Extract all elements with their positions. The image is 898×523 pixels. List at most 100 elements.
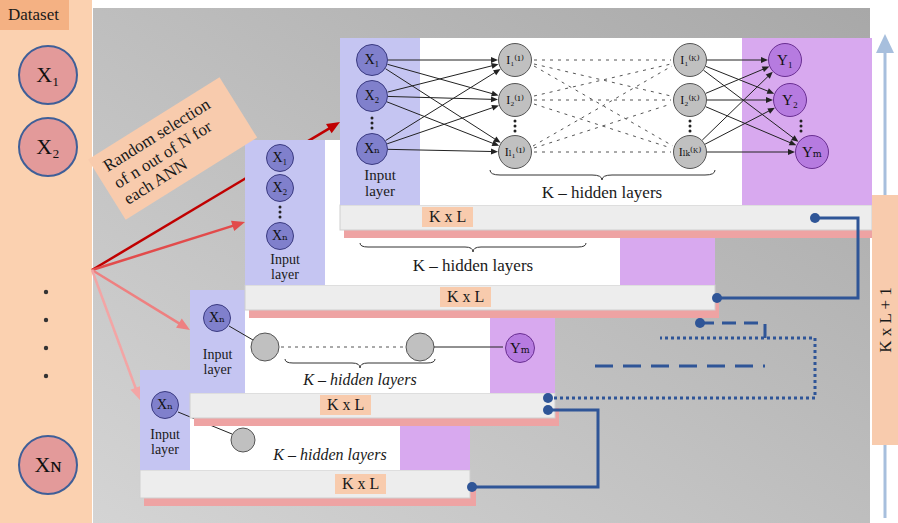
input-layer-band: Input layerXₙ xyxy=(140,370,190,470)
layer-caption: K – hidden layers xyxy=(542,183,662,203)
output-neuron: Y₂ xyxy=(773,83,807,117)
dashed-link xyxy=(534,152,671,153)
connector-arrow xyxy=(388,96,498,102)
wire xyxy=(472,410,598,487)
wire-dot xyxy=(543,405,553,415)
weight-line xyxy=(434,347,503,348)
stack-arrow-head xyxy=(876,34,894,53)
arrow-head xyxy=(491,149,498,155)
hidden-neuron: Iₗ₁⁽¹⁾ xyxy=(498,135,532,169)
wire-dot xyxy=(543,393,553,403)
neuron-label: Xₙ xyxy=(364,142,380,156)
arrow-head xyxy=(788,149,795,155)
dot xyxy=(44,290,48,294)
dashed-link xyxy=(534,104,671,148)
data-circle: X₁ xyxy=(18,45,78,105)
slab-edge xyxy=(245,285,715,310)
layer-caption: K – hidden layers xyxy=(273,446,386,464)
connector-line xyxy=(388,66,494,93)
dot xyxy=(371,122,374,125)
connector-arrow xyxy=(92,221,245,270)
connector-arrow xyxy=(388,149,498,155)
wire xyxy=(700,323,765,343)
neuron-label: X₂ xyxy=(273,181,288,195)
size-label: K x L xyxy=(342,475,379,493)
connector-line xyxy=(387,102,494,144)
input-layer-band: Input layerX₁X₂Xₙ xyxy=(340,38,420,205)
dot xyxy=(689,130,692,133)
wire-dot xyxy=(810,213,820,223)
connector-line xyxy=(387,64,493,94)
size-label-box: K x L xyxy=(440,287,491,307)
arrow-head xyxy=(491,96,498,102)
connector-arrow xyxy=(386,69,501,141)
input-layer-band: Input layerXₙ xyxy=(190,290,245,393)
dot xyxy=(800,130,803,133)
connector-arrow xyxy=(385,69,500,143)
neuron-label: I₁⁽ᴷ⁾ xyxy=(680,54,700,66)
connector-arrow xyxy=(387,102,499,146)
input-band xyxy=(340,38,420,205)
connector-arrow xyxy=(707,149,795,155)
size-label-box: K x L xyxy=(320,395,371,415)
band-caption: Input layer xyxy=(195,348,241,377)
neuron-label: I₁⁽¹⁾ xyxy=(506,54,524,66)
size-label: K x L xyxy=(447,288,484,306)
arrow-head xyxy=(767,108,775,114)
neuron-label: Y₂ xyxy=(782,93,798,108)
arrow-head xyxy=(789,140,797,145)
layer-caption: K – hidden layers xyxy=(303,371,416,389)
input-layer-band: Input layerX₁X₂Xₙ xyxy=(245,140,325,285)
dot xyxy=(44,346,48,350)
arrow-head xyxy=(491,63,499,69)
neuron-label: Yₘ xyxy=(802,145,822,160)
connector-arrow xyxy=(388,63,499,92)
connector-arrow xyxy=(704,70,799,142)
output-neuron: Y₁ xyxy=(768,43,802,77)
dot xyxy=(689,120,692,123)
hidden-neuron: I₂⁽ᴷ⁾ xyxy=(673,83,707,117)
slab-edge xyxy=(340,205,872,230)
hidden-neuron: I₁⁽ᴷ⁾ xyxy=(673,43,707,77)
hidden-neuron-symbol xyxy=(406,333,434,361)
arrow-head xyxy=(767,88,775,93)
arrow-head xyxy=(762,67,770,72)
hidden-neuron: Iₗₖ⁽ᴷ⁾ xyxy=(673,135,707,169)
slab-face xyxy=(340,38,872,205)
hidden-neuron: I₂⁽¹⁾ xyxy=(498,83,532,117)
arrow-head xyxy=(493,69,500,75)
dashed-link xyxy=(534,104,671,148)
output-neuron: Yₘ xyxy=(505,333,535,363)
connector-line xyxy=(388,96,492,99)
connector-arrow xyxy=(387,105,499,144)
arrow-head xyxy=(766,97,773,103)
input-neuron: Xₙ xyxy=(151,391,179,419)
hidden-neuron-symbol xyxy=(251,333,279,361)
arrow-head xyxy=(326,122,340,133)
wire-dot xyxy=(695,318,705,328)
connector-line xyxy=(388,149,492,151)
neuron-label: Yₘ xyxy=(510,341,530,356)
size-label: K x L xyxy=(429,208,466,226)
output-neuron: Yₘ xyxy=(795,135,829,169)
layer-caption: K – hidden layers xyxy=(413,256,533,276)
connector-line xyxy=(707,60,762,61)
hidden-neuron: I₁⁽¹⁾ xyxy=(498,43,532,77)
dot xyxy=(371,117,374,120)
input-neuron: X₂ xyxy=(356,80,388,112)
input-neuron: X₁ xyxy=(356,44,388,76)
connector-arrow xyxy=(702,72,773,140)
input-neuron: X₁ xyxy=(266,144,294,172)
connector-line xyxy=(387,107,493,143)
dot xyxy=(279,216,282,219)
connector-line xyxy=(707,152,789,153)
layer-ellipsis xyxy=(281,347,404,348)
input-neuron: X₂ xyxy=(266,174,294,202)
wire-dot xyxy=(467,482,477,492)
neuron-label: X₁ xyxy=(36,64,60,86)
connector-arrow xyxy=(388,57,498,63)
data-circle: X₂ xyxy=(18,117,78,177)
connector-line xyxy=(388,60,492,61)
dot xyxy=(279,211,282,214)
input-band xyxy=(190,290,245,393)
